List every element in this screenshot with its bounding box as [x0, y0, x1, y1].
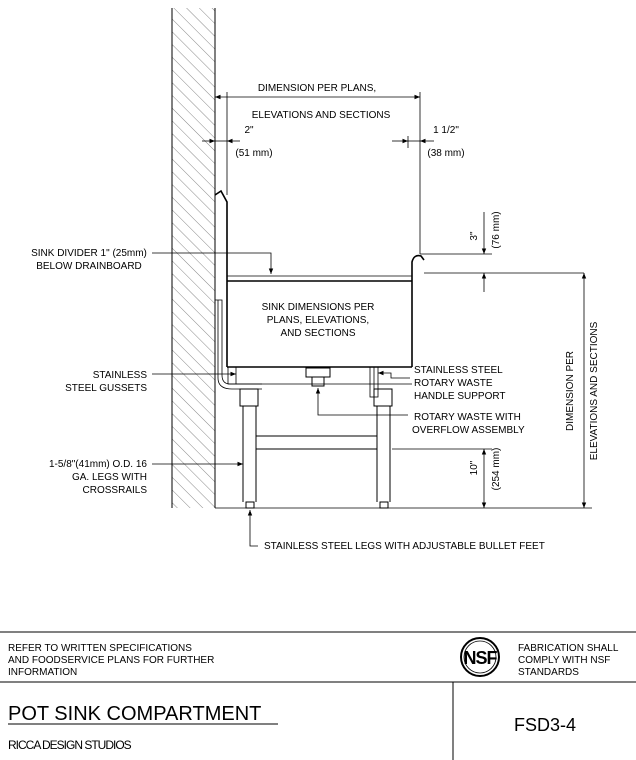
svg-text:DIMENSION PER: DIMENSION PER: [565, 351, 576, 431]
svg-text:AND FOODSERVICE PLANS FOR FURT: AND FOODSERVICE PLANS FOR FURTHER: [8, 655, 214, 666]
notes: REFER TO WRITTEN SPECIFICATIONS AND FOOD…: [8, 643, 214, 678]
legs-assembly: [215, 299, 468, 509]
svg-text:ROTARY WASTE WITH: ROTARY WASTE WITH: [414, 412, 521, 423]
svg-text:SINK DIMENSIONS PER: SINK DIMENSIONS PER: [262, 302, 375, 313]
svg-text:GA. LEGS WITH: GA. LEGS WITH: [72, 472, 147, 483]
divider-line2: BELOW DRAINBOARD: [36, 261, 142, 272]
svg-text:(254 mm): (254 mm): [491, 448, 502, 491]
svg-text:HANDLE SUPPORT: HANDLE SUPPORT: [414, 391, 506, 402]
svg-text:REFER TO WRITTEN SPECIFICATION: REFER TO WRITTEN SPECIFICATIONS: [8, 643, 192, 654]
sink-body: [214, 189, 425, 368]
drawing-title: POT SINK COMPARTMENT: [8, 703, 261, 725]
dim-right-mm: (38 mm): [427, 148, 464, 159]
svg-text:PLANS, ELEVATIONS,: PLANS, ELEVATIONS,: [267, 315, 369, 326]
handle-support-callout: STAINLESS STEEL ROTARY WASTE HANDLE SUPP…: [378, 365, 506, 402]
dim-top-line2: ELEVATIONS AND SECTIONS: [252, 110, 391, 121]
svg-text:ELEVATIONS AND SECTIONS: ELEVATIONS AND SECTIONS: [589, 321, 600, 460]
gussets-callout: STAINLESS STEEL GUSSETS: [65, 370, 236, 394]
svg-text:COMPLY WITH NSF: COMPLY WITH NSF: [518, 655, 610, 666]
nsf-logo: NSF: [460, 637, 500, 677]
sheet-number: FSD3-4: [514, 715, 576, 735]
svg-text:CROSSRAILS: CROSSRAILS: [83, 485, 148, 496]
svg-text:STANDARDS: STANDARDS: [518, 667, 579, 678]
svg-text:10": 10": [469, 460, 480, 475]
sink-dimensions-label: SINK DIMENSIONS PER PLANS, ELEVATIONS, A…: [262, 302, 375, 339]
legs-callout: 1-5/8"(41mm) O.D. 16 GA. LEGS WITH CROSS…: [49, 459, 243, 496]
title-block: REFER TO WRITTEN SPECIFICATIONS AND FOOD…: [0, 631, 636, 760]
wall-section: [171, 8, 216, 508]
svg-text:AND SECTIONS: AND SECTIONS: [280, 328, 355, 339]
svg-text:FABRICATION SHALL: FABRICATION SHALL: [518, 643, 619, 654]
svg-text:OVERFLOW ASSEMBLY: OVERFLOW ASSEMBLY: [412, 425, 525, 436]
svg-text:1-5/8"(41mm) O.D. 16: 1-5/8"(41mm) O.D. 16: [49, 459, 147, 470]
top-dimension: DIMENSION PER PLANS, ELEVATIONS AND SECT…: [202, 83, 465, 254]
divider-line1: SINK DIVIDER 1" (25mm): [31, 248, 147, 259]
dim-overall-height: DIMENSION PER ELEVATIONS AND SECTIONS: [468, 273, 600, 509]
svg-text:STAINLESS: STAINLESS: [93, 370, 148, 381]
svg-text:STAINLESS STEEL: STAINLESS STEEL: [414, 365, 503, 376]
nsf-statement: FABRICATION SHALL COMPLY WITH NSF STANDA…: [518, 643, 619, 678]
dim-right-in: 1 1/2": [433, 125, 459, 136]
dim-left-in: 2": [244, 125, 254, 136]
company-name: RICCA DESIGN STUDIOS: [8, 738, 132, 752]
dim-3-mm: (76 mm): [491, 211, 502, 248]
rotary-waste-callout: ROTARY WASTE WITH OVERFLOW ASSEMBLY: [315, 388, 525, 436]
svg-text:NSF: NSF: [464, 648, 498, 668]
dim-3-inch: 3" (76 mm): [420, 211, 584, 292]
svg-text:ROTARY WASTE: ROTARY WASTE: [414, 378, 493, 389]
svg-text:STAINLESS STEEL LEGS WITH ADJU: STAINLESS STEEL LEGS WITH ADJUSTABLE BUL…: [264, 541, 545, 552]
bullet-feet-callout: STAINLESS STEEL LEGS WITH ADJUSTABLE BUL…: [247, 510, 545, 552]
svg-text:STEEL GUSSETS: STEEL GUSSETS: [65, 383, 147, 394]
svg-text:INFORMATION: INFORMATION: [8, 667, 77, 678]
dim-3-in: 3": [469, 231, 480, 241]
dim-top-line1: DIMENSION PER PLANS,: [258, 83, 376, 94]
sink-divider-callout: SINK DIVIDER 1" (25mm) BELOW DRAINBOARD: [31, 248, 274, 274]
dim-10-inch: 10" (254 mm): [392, 448, 502, 508]
dim-left-mm: (51 mm): [235, 148, 272, 159]
